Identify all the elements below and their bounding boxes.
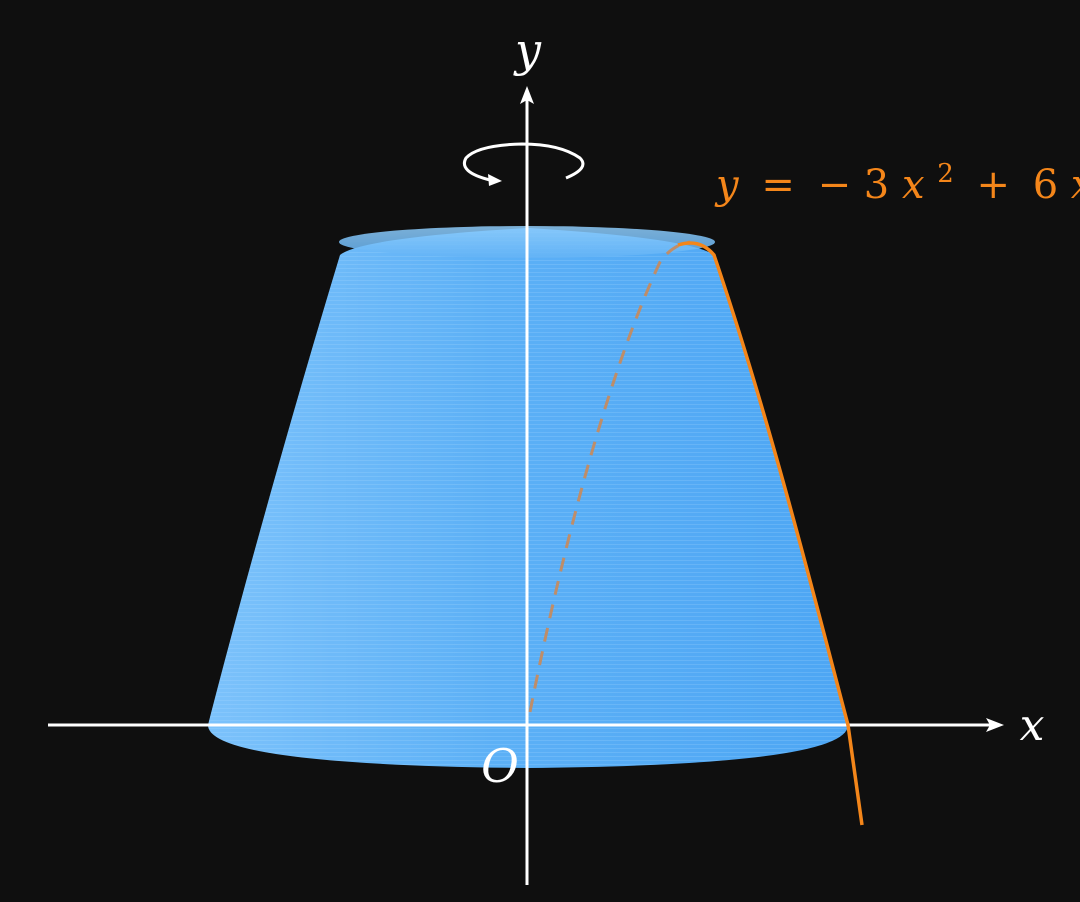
rotation-arrow-icon (463, 142, 585, 186)
curve-equation-label: y = − 3 x 2 + 6 x (714, 146, 1080, 208)
x-axis-label: x (1020, 700, 1045, 751)
origin-label: O (481, 739, 519, 793)
y-axis-label: y (513, 23, 542, 77)
curve-back-dashed (528, 240, 691, 713)
y-axis-arrow-icon (520, 86, 534, 104)
x-axis-arrow-icon (986, 718, 1004, 732)
y-axis (520, 86, 534, 885)
x-axis (48, 718, 1004, 732)
curve-front (677, 241, 864, 826)
